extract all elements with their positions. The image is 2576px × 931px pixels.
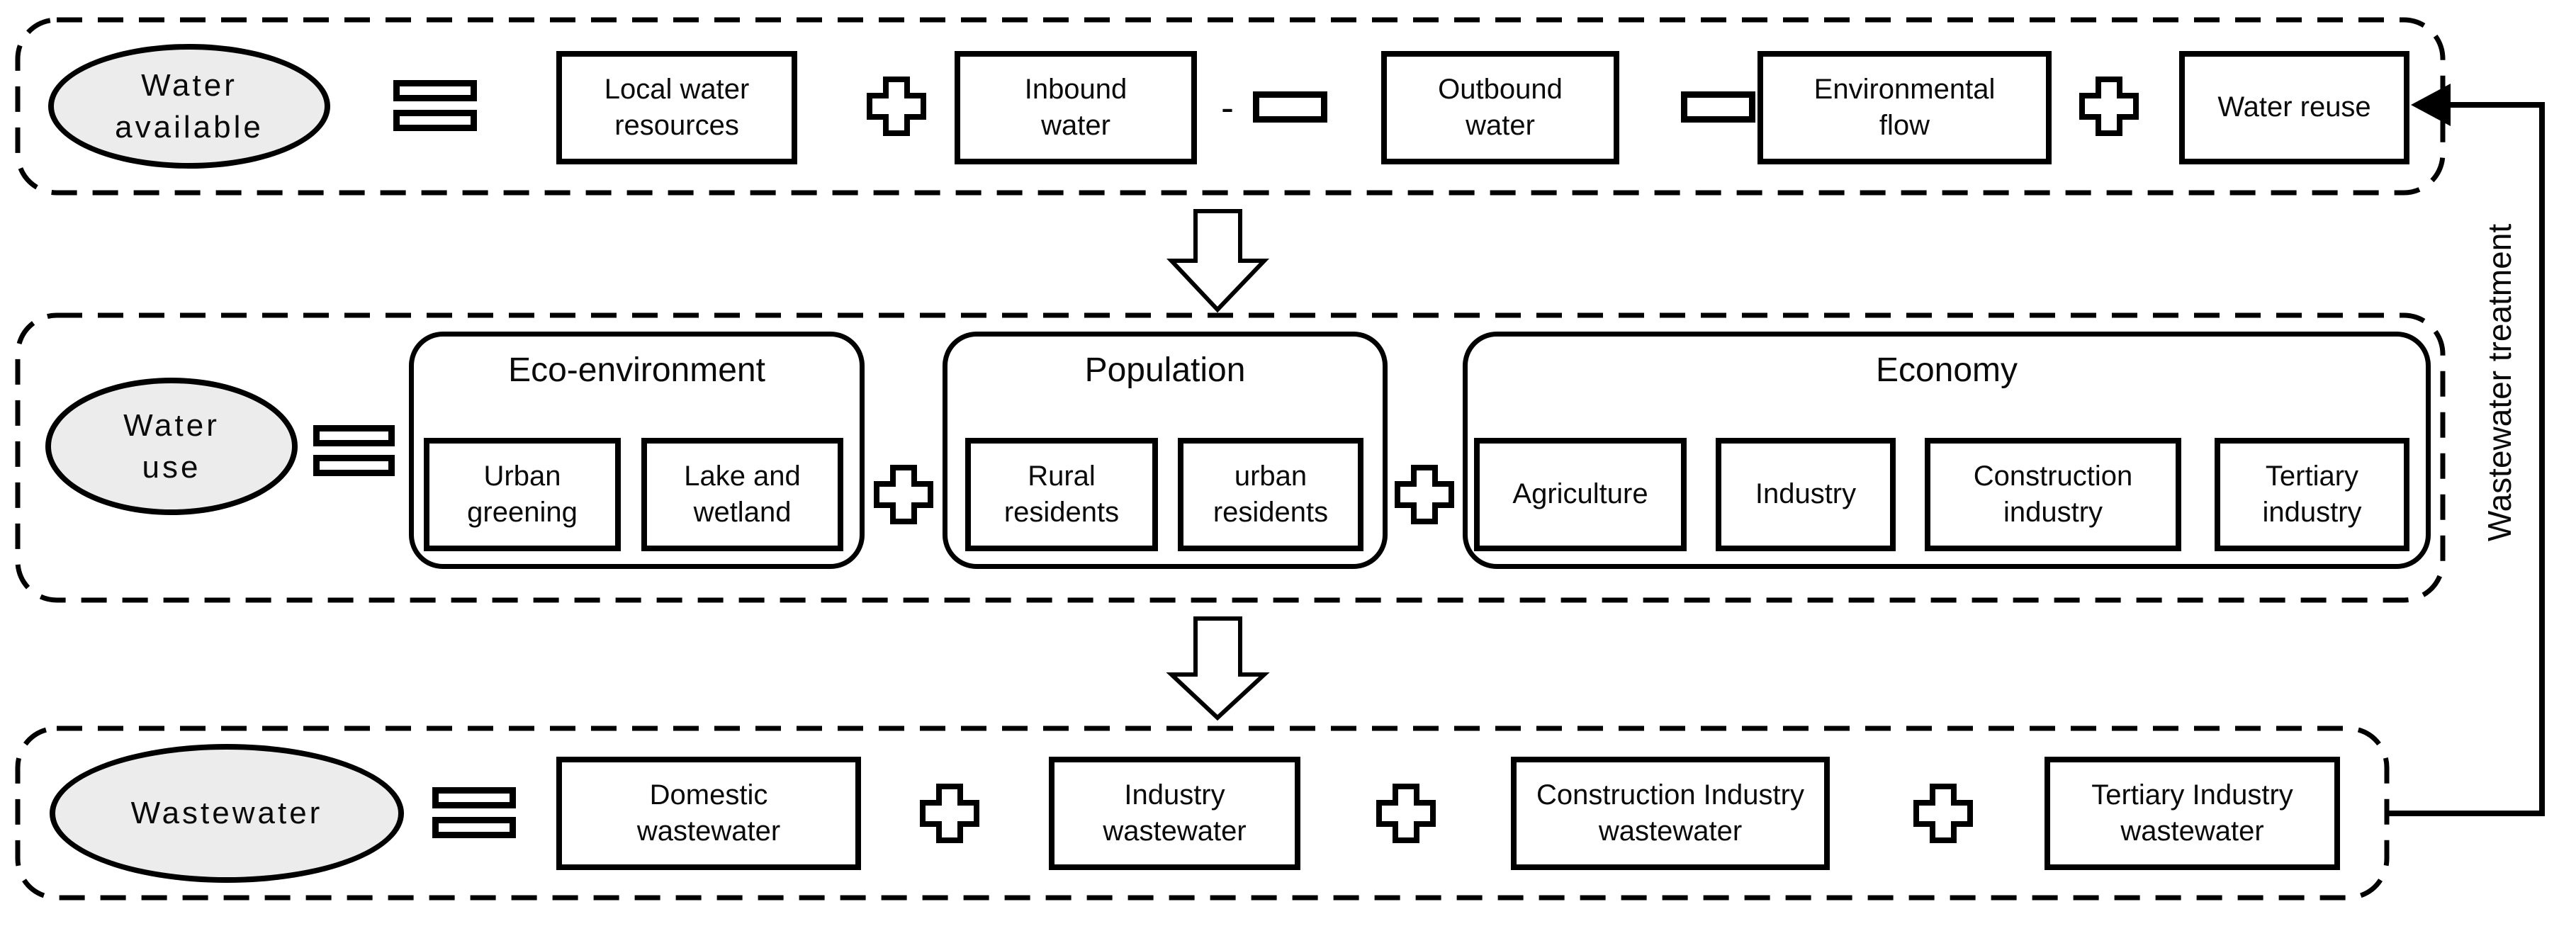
box-construction-industry: Construction industry (1925, 438, 2181, 551)
box-label: Tertiary Industry wastewater (2091, 779, 2293, 847)
equals-icon (313, 425, 395, 476)
down-arrow-icon (1166, 209, 1270, 313)
plus-icon (2079, 77, 2139, 136)
box-label: Industry (1755, 478, 1857, 510)
box-label: Outbound water (1438, 73, 1563, 141)
plus-icon (920, 784, 979, 843)
wastewater-treatment-label: Wastewater treatment (2481, 223, 2518, 542)
box-urban-greening: Urban greening (424, 438, 621, 551)
box-domestic-wastewater: Domestic wastewater (556, 757, 861, 870)
ellipse-label: Water use (123, 407, 220, 485)
box-agriculture: Agriculture (1474, 438, 1687, 551)
water-use-ellipse: Water use (45, 378, 298, 515)
hyphen-label: - (1221, 86, 1234, 129)
box-label: Rural residents (1003, 460, 1120, 528)
box-industry-wastewater: Industry wastewater (1049, 757, 1300, 870)
group-title: Economy (1875, 351, 2018, 389)
box-label: Domestic wastewater (636, 779, 781, 847)
plus-icon (867, 77, 926, 136)
water-available-row-border (15, 17, 2446, 196)
left-arrowhead-icon (2411, 84, 2451, 126)
box-lake-and-wetland: Lake and wetland (641, 438, 843, 551)
box-local-water-resources: Local water resources (556, 51, 797, 164)
box-urban-residents: urban residents (1178, 438, 1363, 551)
plus-icon (1395, 465, 1454, 524)
box-environmental-flow: Environmental flow (1757, 51, 2052, 164)
group-title: Eco-environment (508, 351, 765, 389)
plus-icon (1913, 784, 1973, 843)
water-use-row-border (15, 312, 2446, 603)
box-label: urban residents (1213, 460, 1329, 528)
wastewater-ellipse: Wastewater (50, 744, 404, 883)
box-label: Environmental flow (1813, 73, 1996, 141)
box-construction-industry-wastewater: Construction Industry wastewater (1511, 757, 1830, 870)
box-label: Lake and wetland (684, 460, 801, 528)
minus-icon (1253, 91, 1327, 123)
box-label: Tertiary industry (2262, 460, 2362, 528)
minus-icon (1681, 91, 1755, 123)
box-rural-residents: Rural residents (965, 438, 1158, 551)
box-water-reuse: Water reuse (2179, 51, 2409, 164)
equals-icon (432, 787, 516, 838)
equals-icon (393, 80, 477, 131)
ellipse-label: Wastewater (130, 796, 323, 831)
box-label: Urban greening (467, 460, 578, 528)
plus-icon (874, 465, 933, 524)
group-title: Population (1084, 351, 1246, 389)
box-label: Inbound water (1024, 73, 1127, 141)
water-available-ellipse: Water available (48, 44, 330, 169)
box-label: Agriculture (1512, 478, 1648, 510)
box-industry: Industry (1716, 438, 1896, 551)
box-label: Industry wastewater (1103, 779, 1247, 847)
down-arrow-icon (1166, 616, 1270, 721)
plus-icon (1376, 784, 1436, 843)
box-label: Water reuse (2217, 91, 2371, 123)
box-label: Construction Industry wastewater (1536, 779, 1804, 847)
box-label: Local water resources (604, 73, 750, 141)
box-label: Construction industry (1973, 460, 2133, 528)
ellipse-label: Water available (115, 67, 264, 145)
box-tertiary-industry-wastewater: Tertiary Industry wastewater (2045, 757, 2340, 870)
box-inbound-water: Inbound water (955, 51, 1197, 164)
box-tertiary-industry: Tertiary industry (2215, 438, 2409, 551)
box-outbound-water: Outbound water (1381, 51, 1619, 164)
